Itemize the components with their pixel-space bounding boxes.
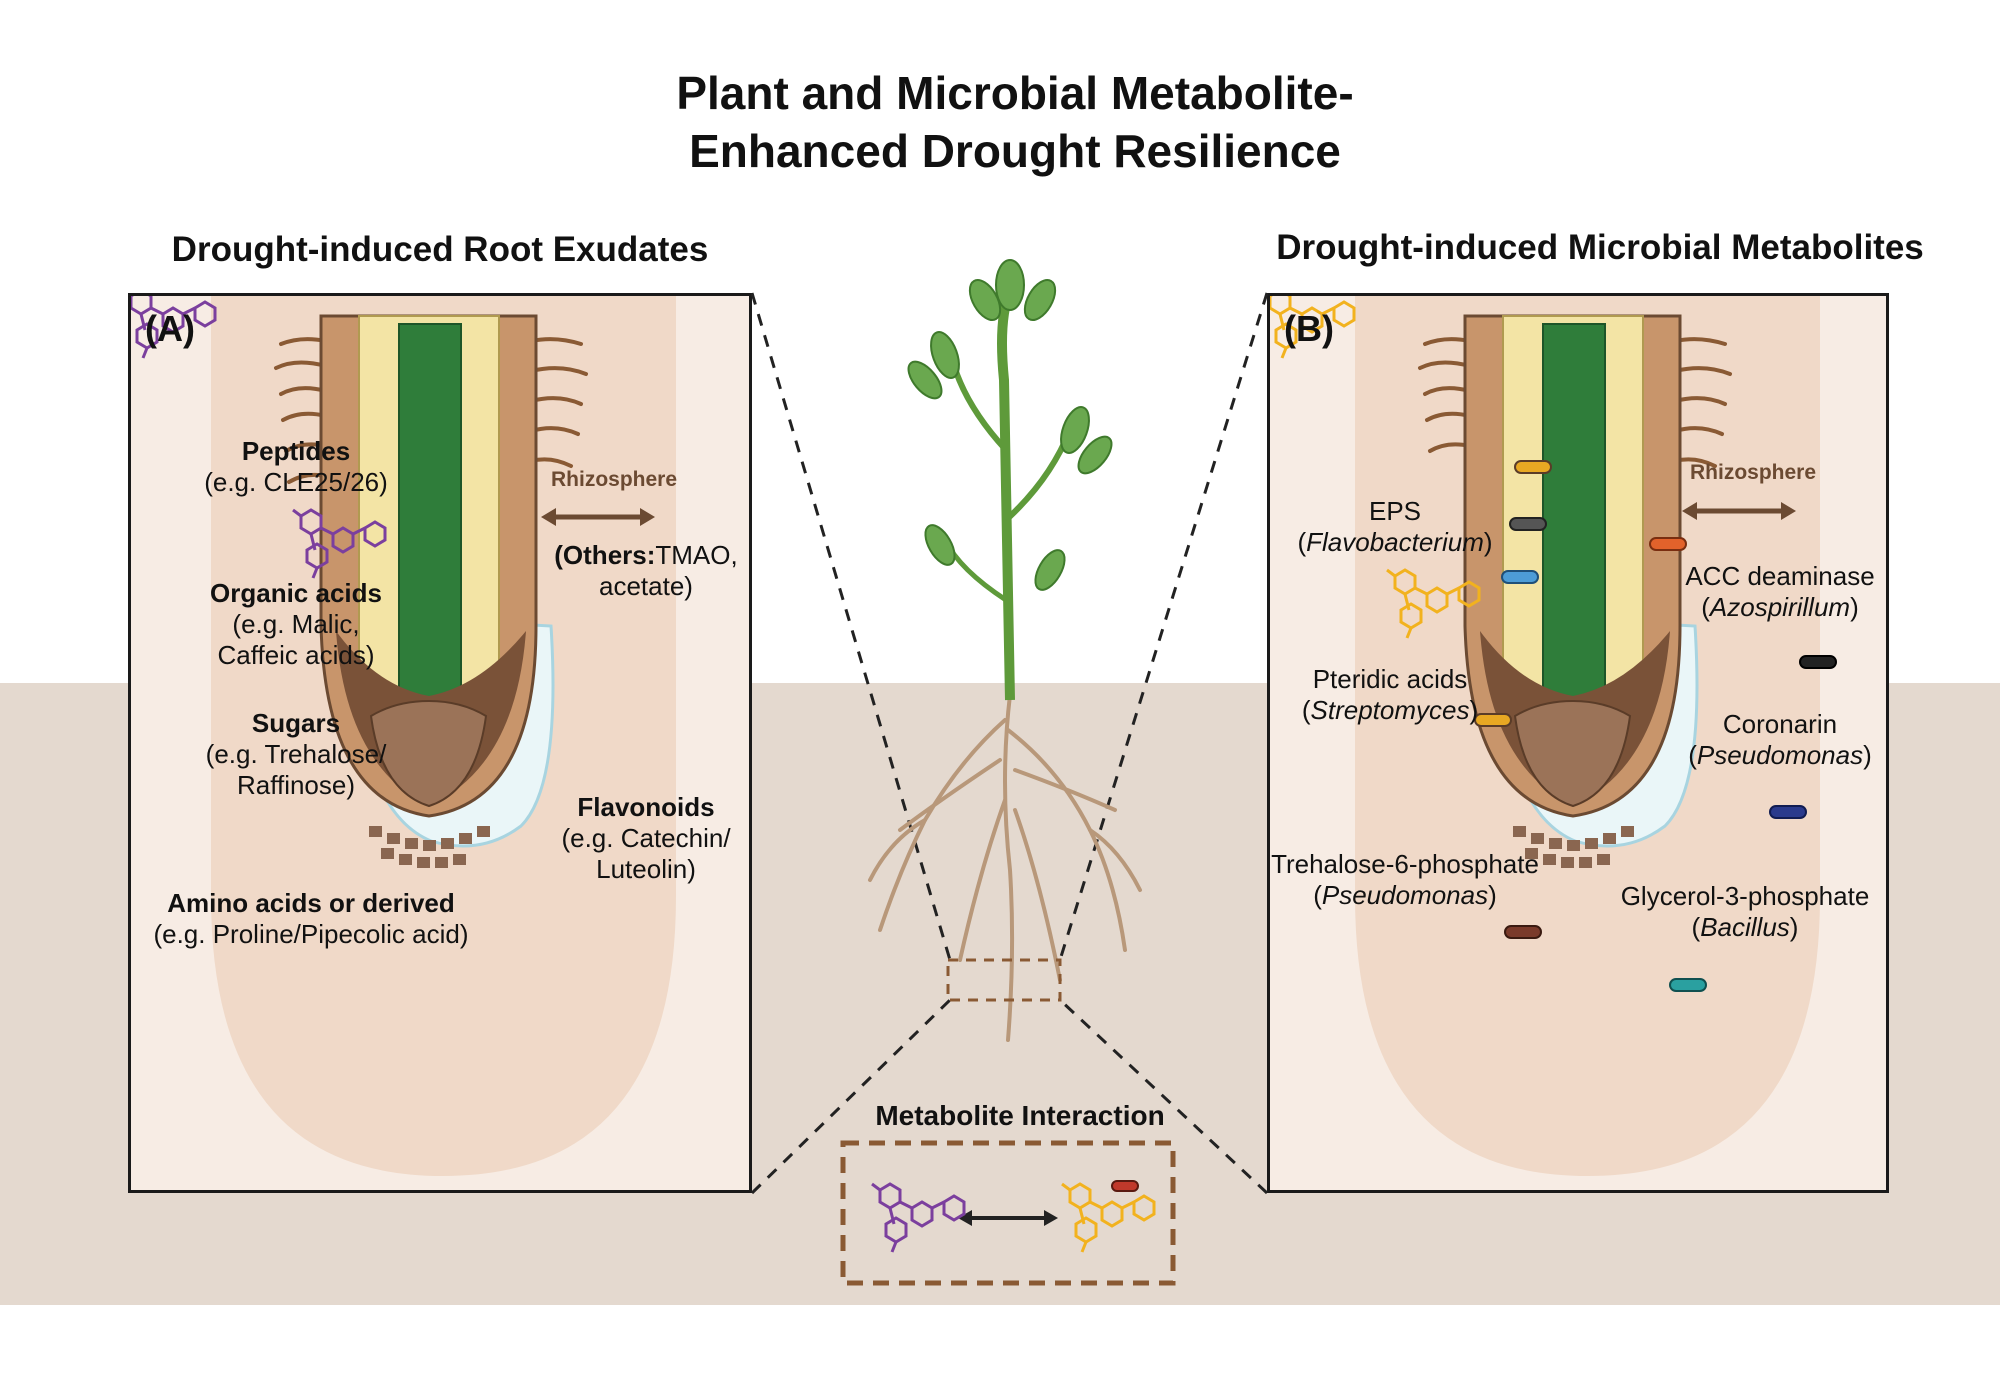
amino-acids-example: (e.g. Proline/Pipecolic acid) <box>153 919 469 949</box>
bacterium-b8 <box>1504 925 1542 939</box>
bacterium-b2 <box>1509 517 1547 531</box>
bacterium-b3 <box>1649 537 1687 551</box>
sugars-ex1: (e.g. Trehalose/ <box>205 739 387 769</box>
panel-a: (A) Rhizosphere Peptides (e.g. CLE25/26)… <box>128 293 752 1193</box>
sloughed-cells-b <box>1513 826 1634 868</box>
bacterium-b1 <box>1514 460 1552 474</box>
root-tip-a <box>274 314 588 868</box>
organic-acids-ex1: (e.g. Malic, <box>232 609 360 639</box>
coronarin-name: Coronarin <box>1722 709 1838 739</box>
t6p-name: Trehalose-6-phosphate <box>1271 849 1539 879</box>
panel-a-heading: Drought-induced Root Exudates <box>171 230 709 269</box>
flavonoids-name: Flavonoids <box>577 792 715 822</box>
g3p-name: Glycerol-3-phosphate <box>1620 881 1870 911</box>
t6p-organism: Pseudomonas <box>1321 880 1489 910</box>
rhizosphere-label-a: Rhizosphere <box>551 468 678 491</box>
panel-b-heading: Drought-induced Microbial Metabolites <box>1276 228 1924 267</box>
plant-stem <box>942 288 1073 701</box>
bacterium-b6 <box>1474 713 1512 727</box>
bacterium-b4 <box>1501 570 1539 584</box>
acc-name: ACC deaminase <box>1685 561 1875 591</box>
flavonoids-label: Flavonoids (e.g. Catechin/ Luteolin) <box>541 792 749 885</box>
coronarin-organism: Pseudomonas <box>1696 740 1864 770</box>
microbial-molecule-b1 <box>1270 296 1356 359</box>
eps-organism: Flavobacterium <box>1306 527 1484 557</box>
peptides-label: Peptides (e.g. CLE25/26) <box>131 436 461 498</box>
g3p-organism: Bacillus <box>1700 912 1790 942</box>
peptides-name: Peptides <box>241 436 351 466</box>
plant-leaves <box>907 259 1113 591</box>
panel-b: (B) Rhizosphere EPS (Flavobacterium) ACC… <box>1267 293 1889 1193</box>
t6p-label: Trehalose-6-phosphate (Pseudomonas) <box>1271 849 1539 910</box>
eps-label: EPS (Flavobacterium) <box>1297 496 1493 557</box>
peptides-example: (e.g. CLE25/26) <box>204 467 388 497</box>
main-title-line1: Plant and Microbial Metabolite- <box>676 67 1354 119</box>
others-label: (Others:TMAO, acetate) <box>541 540 749 602</box>
sloughed-cells-a <box>369 826 490 868</box>
pteridic-acids-label: Pteridic acids (Streptomyces) <box>1301 664 1479 725</box>
stele-b <box>1542 323 1606 716</box>
columella-a <box>369 699 488 808</box>
rhizosphere-arrow-a <box>541 508 655 526</box>
pteridic-organism: Streptomyces <box>1310 695 1470 725</box>
sugars-label: Sugars (e.g. Trehalose/ Raffinose) <box>131 708 461 801</box>
panel-b-illustration <box>1270 296 1837 1176</box>
eps-name: EPS <box>1368 496 1422 526</box>
organic-acids-ex2: Caffeic acids) <box>217 640 375 670</box>
acc-organism: Azospirillum <box>1709 592 1851 622</box>
bacterium-b7 <box>1769 805 1807 819</box>
sugars-ex2: Raffinose) <box>236 770 356 800</box>
rhizosphere-arrow-b <box>1682 502 1796 520</box>
acc-deaminase-label: ACC deaminase (Azospirillum) <box>1685 561 1875 622</box>
organic-acids-name: Organic acids <box>210 578 382 608</box>
flavonoids-ex2: Luteolin) <box>596 854 696 884</box>
exudate-molecule-a1 <box>131 296 217 359</box>
metabolite-interaction-title: Metabolite Interaction <box>875 1100 1165 1131</box>
main-title-line2: Enhanced Drought Resilience <box>689 125 1341 177</box>
amino-acids-label: Amino acids or derived (e.g. Proline/Pip… <box>131 888 491 950</box>
bacterium-b9 <box>1669 978 1707 992</box>
organic-acids-label: Organic acids (e.g. Malic, Caffeic acids… <box>131 578 461 671</box>
amino-acids-name: Amino acids or derived <box>167 888 455 918</box>
panel-a-label: (A) <box>145 308 195 349</box>
coronarin-label: Coronarin (Pseudomonas) <box>1688 709 1872 770</box>
sugars-name: Sugars <box>251 708 341 738</box>
bacterium-b5 <box>1799 655 1837 669</box>
root-tip-b <box>1418 314 1732 868</box>
pteridic-name: Pteridic acids <box>1312 664 1468 694</box>
others-ex2: acetate) <box>599 571 693 601</box>
g3p-label: Glycerol-3-phosphate (Bacillus) <box>1620 881 1870 942</box>
panel-a-illustration <box>131 296 676 1176</box>
panel-b-label: (B) <box>1284 308 1334 349</box>
flavonoids-ex1: (e.g. Catechin/ <box>561 823 731 853</box>
others-name: (Others: <box>554 540 656 570</box>
rhizosphere-label-b: Rhizosphere <box>1690 461 1817 484</box>
bacteria-b <box>1474 460 1837 992</box>
columella-b <box>1513 699 1632 808</box>
others-ex1: TMAO, <box>655 540 738 570</box>
